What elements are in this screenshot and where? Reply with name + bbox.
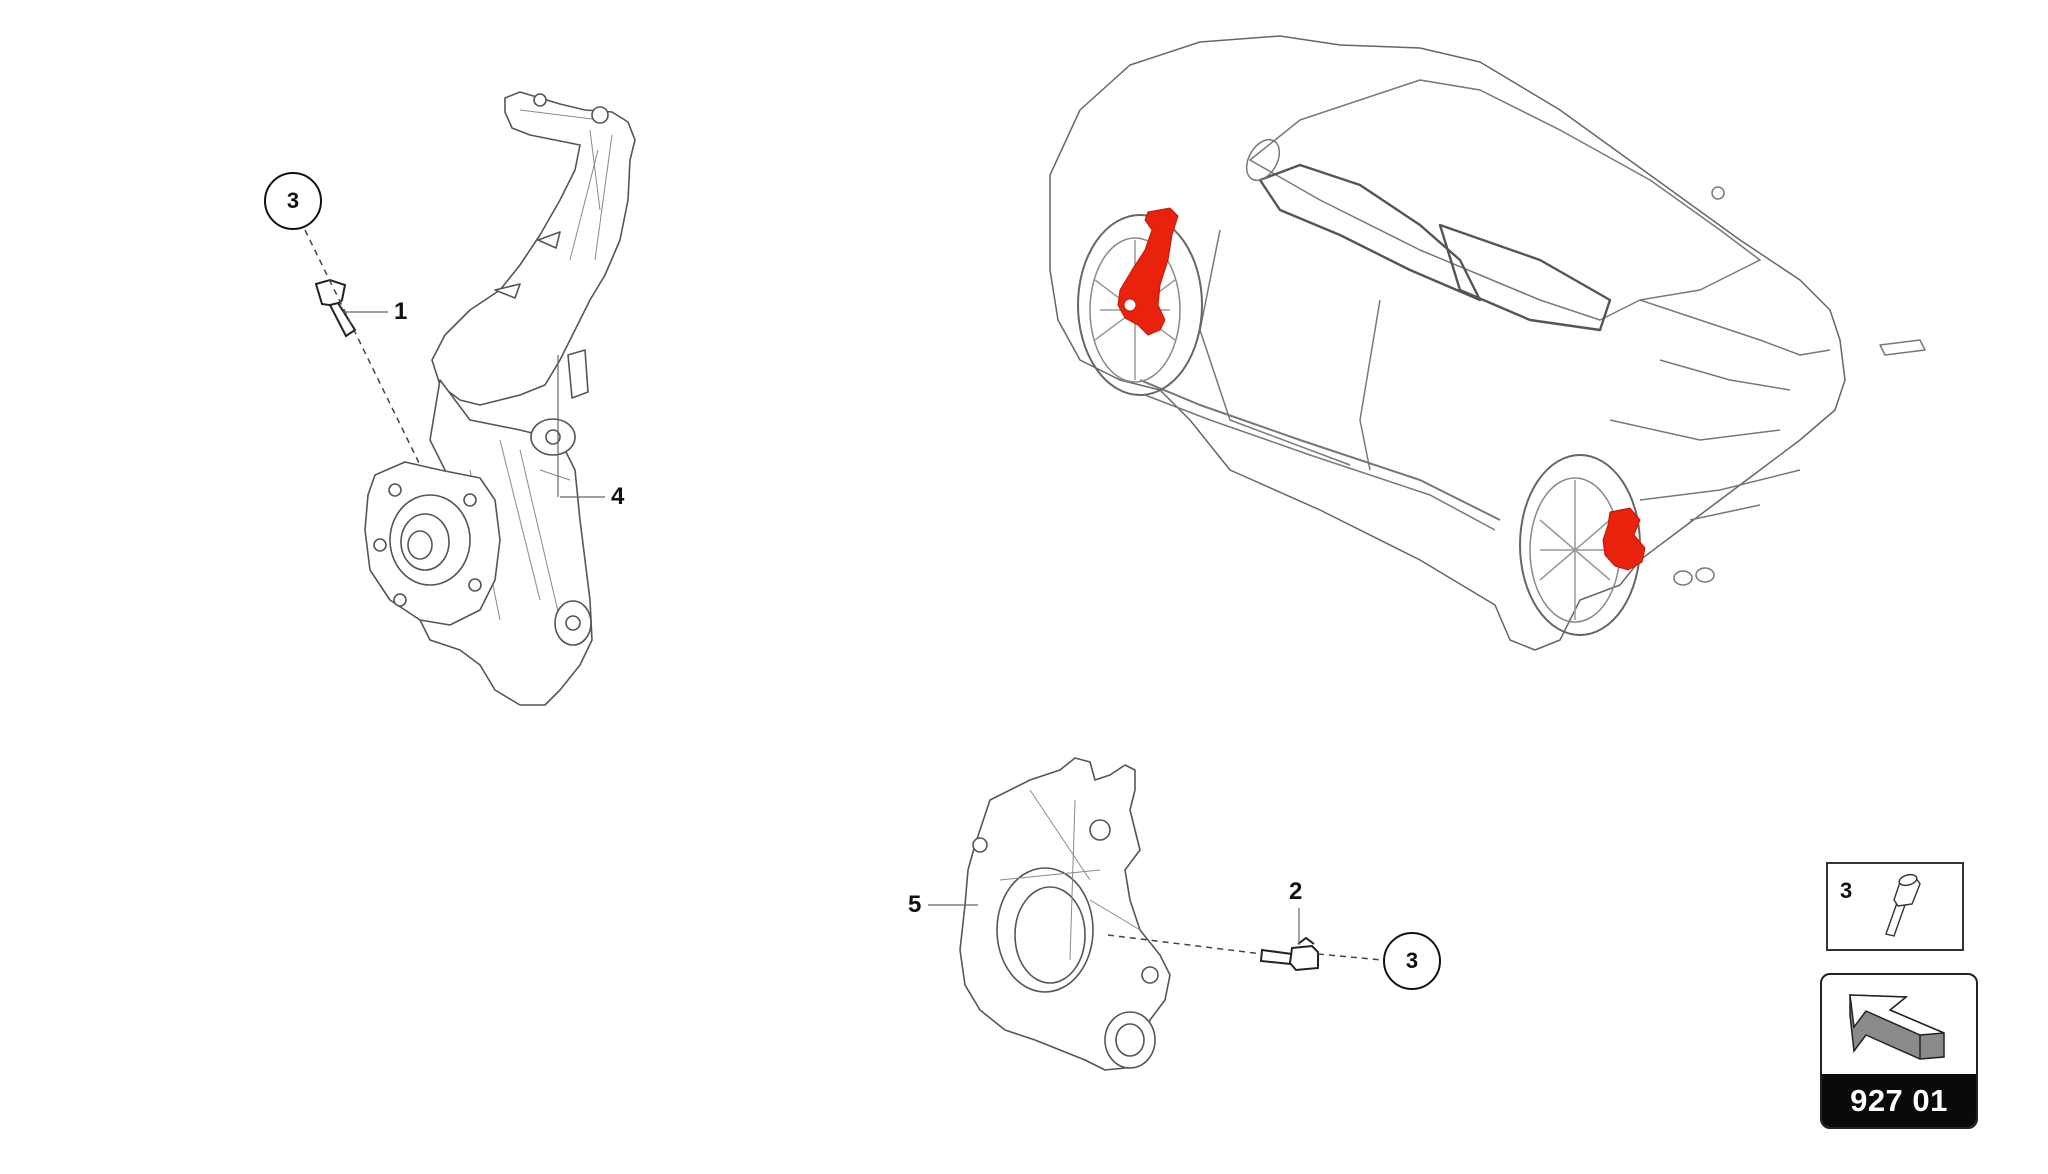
- callout-1[interactable]: 1: [394, 298, 408, 325]
- legend-item-number: 3: [1840, 878, 1853, 903]
- sensor-part-2-drawing: [1259, 936, 1319, 972]
- callout-4[interactable]: 4: [611, 483, 625, 510]
- parts-legend-box: 3: [1826, 862, 1964, 951]
- reference-circle-3-front[interactable]: 3: [264, 172, 322, 230]
- bolt-icon: [1885, 873, 1921, 937]
- callout-5[interactable]: 5: [908, 891, 922, 918]
- arrow-icon: [1849, 994, 1945, 1060]
- highlighted-rear-knuckle: [1602, 507, 1646, 571]
- page-reference-button[interactable]: 927 01: [1820, 973, 1978, 1129]
- rear-knuckle-drawing: [959, 757, 1171, 1071]
- front-knuckle-drawing: [364, 91, 636, 706]
- sensor-part-1-drawing: [314, 278, 357, 338]
- reference-circle-label: 3: [286, 188, 300, 213]
- callout-2[interactable]: 2: [1289, 878, 1303, 905]
- assembly-dashed-line-1: [304, 229, 421, 466]
- reference-circle-3-rear[interactable]: 3: [1383, 932, 1441, 990]
- reference-circle-label: 3: [1405, 948, 1419, 973]
- highlighted-front-knuckle: [1117, 207, 1179, 336]
- assembly-dashed-line-2: [1107, 934, 1263, 955]
- page-code: 927 01: [1822, 1074, 1976, 1127]
- vehicle-overview-drawing: [1049, 35, 1926, 651]
